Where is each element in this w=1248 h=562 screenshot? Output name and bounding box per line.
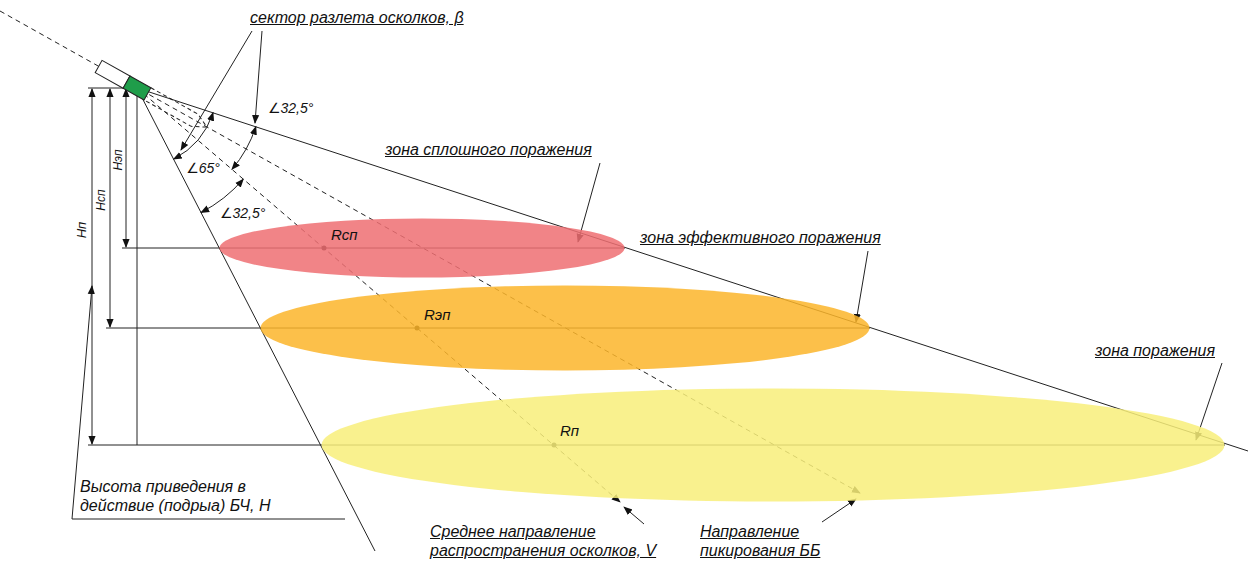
ellipse-shape [321, 388, 1225, 502]
bomb-body [144, 88, 210, 133]
zone-label: зона эффективного поражения [640, 228, 881, 247]
leader-line [624, 507, 644, 524]
zone-ellipse: Rсп [219, 218, 625, 278]
dimension-label: Hсп [94, 189, 108, 210]
radius-label: Rэп [424, 306, 450, 324]
dimension-line [126, 89, 127, 247]
zone-label: зона сплошного поражения [385, 140, 592, 159]
angle-label: ∠32,5° [268, 100, 313, 117]
angle-label: ∠65° [186, 160, 220, 177]
zone-label: зона поражения [1095, 341, 1215, 360]
dimension-line [92, 89, 93, 444]
zone-fill [261, 286, 870, 371]
zone-fill [322, 389, 1225, 502]
leader-line [822, 499, 856, 522]
ellipse-shape [260, 285, 870, 371]
note-label: Высота приведения в действие (подрыа) БЧ… [80, 477, 310, 515]
leader-line [72, 519, 345, 520]
dimension-label: Hэп [111, 149, 125, 170]
sector-label: сектор разлета осколков, β [250, 8, 464, 27]
angle-label: ∠32,5° [220, 205, 265, 222]
warhead [123, 76, 151, 100]
zone-ellipse: Rп [321, 388, 1225, 502]
plumb-line [137, 88, 138, 445]
zone-fill [220, 219, 625, 278]
direction-label: Направление пикирования ББ [700, 522, 830, 560]
bomb-tail [95, 60, 130, 88]
bomb [95, 60, 210, 133]
ellipse-shape [219, 218, 625, 278]
leader-line [181, 31, 252, 150]
radius-label: Rсп [331, 226, 358, 244]
leader-line [856, 251, 868, 322]
radius-label: Rп [560, 422, 579, 440]
dimension-label: Hп [74, 222, 90, 239]
direction-label: Среднее направление распространения оско… [430, 522, 660, 560]
leader-line [255, 31, 262, 123]
angle-arc [232, 127, 256, 170]
dimension-line [110, 89, 111, 327]
zone-ellipse: Rэп [260, 285, 870, 371]
